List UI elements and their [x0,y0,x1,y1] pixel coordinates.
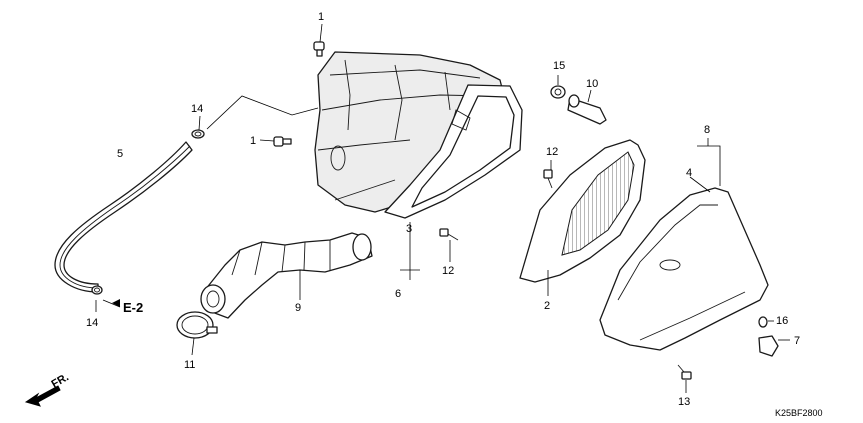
front-arrow-icon [24,385,61,407]
callout-8: 8 [704,124,710,136]
reference-label: E-2 [123,300,143,315]
reference-e2: E-2 [112,299,143,315]
drain-plug [567,94,607,125]
bolt-side [273,136,292,147]
callout-13: 13 [678,396,690,408]
callout-1-side: 1 [250,135,256,147]
screw-lower [439,228,459,241]
air-filter-element [519,139,646,283]
case-seal [384,84,523,219]
cover-screw [677,364,692,380]
callout-14-upper: 14 [191,103,203,115]
front-direction-indicator: FR. [24,371,71,407]
callout-2: 2 [544,300,550,312]
air-cleaner-cover [599,187,769,351]
callout-4: 4 [686,167,692,179]
callout-12-upper: 12 [546,146,558,158]
bolt-top [313,41,325,57]
reference-arrow-icon [112,299,120,307]
callout-7: 7 [794,335,800,347]
o-ring [758,316,768,328]
front-direction-label: FR. [50,371,71,390]
callout-16: 16 [776,315,788,327]
callout-6: 6 [395,288,401,300]
breather-tube [54,141,193,293]
callout-14-lower: 14 [86,317,98,329]
drain-clip [550,85,566,99]
tube-clip-lower [91,285,103,295]
callout-10: 10 [586,78,598,90]
connecting-tube [200,232,373,319]
callout-1-top: 1 [318,11,324,23]
hose-clamp [176,311,218,339]
callout-11: 11 [184,359,195,371]
callout-3: 3 [406,223,412,235]
screw-upper [543,169,553,189]
callout-5: 5 [117,148,123,160]
tube-clip-upper [191,129,205,139]
callout-9: 9 [295,302,301,314]
callout-15: 15 [553,60,565,72]
drain-cap [758,335,779,357]
callout-12-lower: 12 [442,265,454,277]
diagram-code: K25BF2800 [775,408,823,418]
leader-lines [95,23,790,393]
